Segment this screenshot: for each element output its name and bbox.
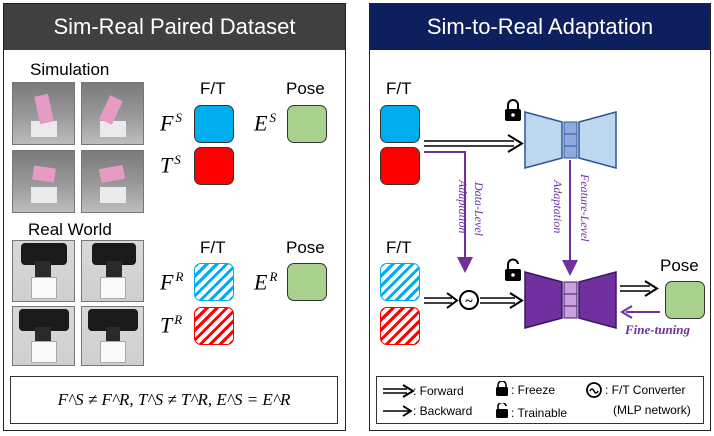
real-photo-1 (12, 240, 75, 302)
data-level-label: Data-Level (472, 181, 486, 237)
feature-level-label: Feature-Level (578, 173, 592, 242)
trainable-latent-1 (563, 281, 578, 295)
forward-arrow-sim (424, 134, 524, 153)
trainable-lock-icon (505, 258, 521, 281)
sim-photo-2 (81, 82, 144, 145)
legend-converter-sub: (MLP network) (613, 403, 691, 417)
ft-label-bottom: F/T (386, 238, 412, 257)
ft-converter-icon (459, 290, 479, 310)
data-level-adaptation-arrow (424, 151, 473, 273)
real-torque-input (380, 307, 420, 345)
ft-header-sim: F/T (200, 79, 226, 98)
sim-to-real-panel: Sim-to-Real Adaptation F/T F/T Pose (369, 3, 711, 431)
pose-output-box (665, 281, 705, 319)
fine-tuning-arrow (620, 305, 660, 319)
trainable-latent-2 (563, 293, 578, 307)
sim-real-dataset-panel: Sim-Real Paired Dataset Simulation F/T P… (3, 3, 346, 431)
pose-output-label: Pose (660, 256, 699, 275)
legend-backward: : Backward (413, 404, 473, 418)
sim-photo-4 (81, 150, 144, 213)
data-level-adaptation-label: Adaptation (456, 179, 470, 233)
ft-header-real: F/T (200, 238, 226, 257)
dataset-formula: F^S ≠ F^R, T^S ≠ T^R, E^S = E^R (57, 390, 291, 409)
trainable-latent-3 (563, 305, 578, 319)
converter-legend-icon (586, 382, 602, 398)
sim-photo-1 (12, 82, 75, 145)
freeze-legend-icon (496, 381, 508, 396)
frozen-latent-2 (563, 133, 578, 147)
sim-force-input (380, 105, 420, 143)
forward-legend-icon (383, 384, 415, 398)
frozen-latent-1 (563, 121, 578, 135)
real-photo-3 (12, 306, 75, 366)
trainable-encoder (524, 271, 563, 329)
real-pose-box (287, 263, 327, 301)
feature-level-adaptation-label: Adaptation (551, 179, 565, 233)
forward-arrow-pose (620, 280, 659, 297)
sim-torque-box (194, 147, 234, 185)
real-photo-4 (81, 306, 144, 366)
sim-pose-box (287, 105, 327, 143)
legend-converter: : F/T Converter (605, 383, 686, 397)
legend-box: : Forward : Backward : Freeze : Trainabl… (376, 376, 704, 424)
trainable-legend-icon (496, 403, 508, 418)
real-photo-2 (81, 240, 144, 302)
forward-arrow-real (424, 292, 459, 309)
legend-trainable: : Trainable (511, 406, 568, 420)
sim-photo-3 (12, 150, 75, 213)
freeze-lock-icon (505, 99, 521, 121)
adaptation-diagram: ~ Fine-tuning Data-Level Adaptation Feat… (424, 99, 691, 337)
real-world-label: Real World (28, 220, 112, 239)
dataset-formula-box: F^S ≠ F^R, T^S ≠ T^R, E^S = E^R (10, 376, 338, 424)
real-torque-box (194, 307, 234, 345)
legend-freeze: : Freeze (511, 383, 556, 397)
real-force-box (194, 263, 234, 301)
trainable-decoder (578, 271, 617, 329)
sim-torque-input (380, 147, 420, 185)
frozen-latent-3 (563, 145, 578, 159)
sim-force-box (194, 105, 234, 143)
backward-legend-icon (383, 405, 413, 417)
simulation-label: Simulation (30, 60, 110, 79)
adaptation-panel-title: Sim-to-Real Adaptation (370, 4, 710, 50)
dataset-panel-title: Sim-Real Paired Dataset (4, 4, 345, 50)
real-force-input (380, 263, 420, 301)
pose-header-sim: Pose (286, 79, 325, 98)
fine-tuning-label: Fine-tuning (624, 322, 691, 337)
legend-forward: : Forward (413, 384, 464, 398)
frozen-encoder (524, 111, 563, 169)
pose-header-real: Pose (286, 238, 325, 257)
forward-arrow-converter (480, 292, 524, 309)
frozen-decoder (578, 111, 617, 169)
converter-symbol: ~ (465, 294, 473, 309)
ft-label-top: F/T (386, 79, 412, 98)
